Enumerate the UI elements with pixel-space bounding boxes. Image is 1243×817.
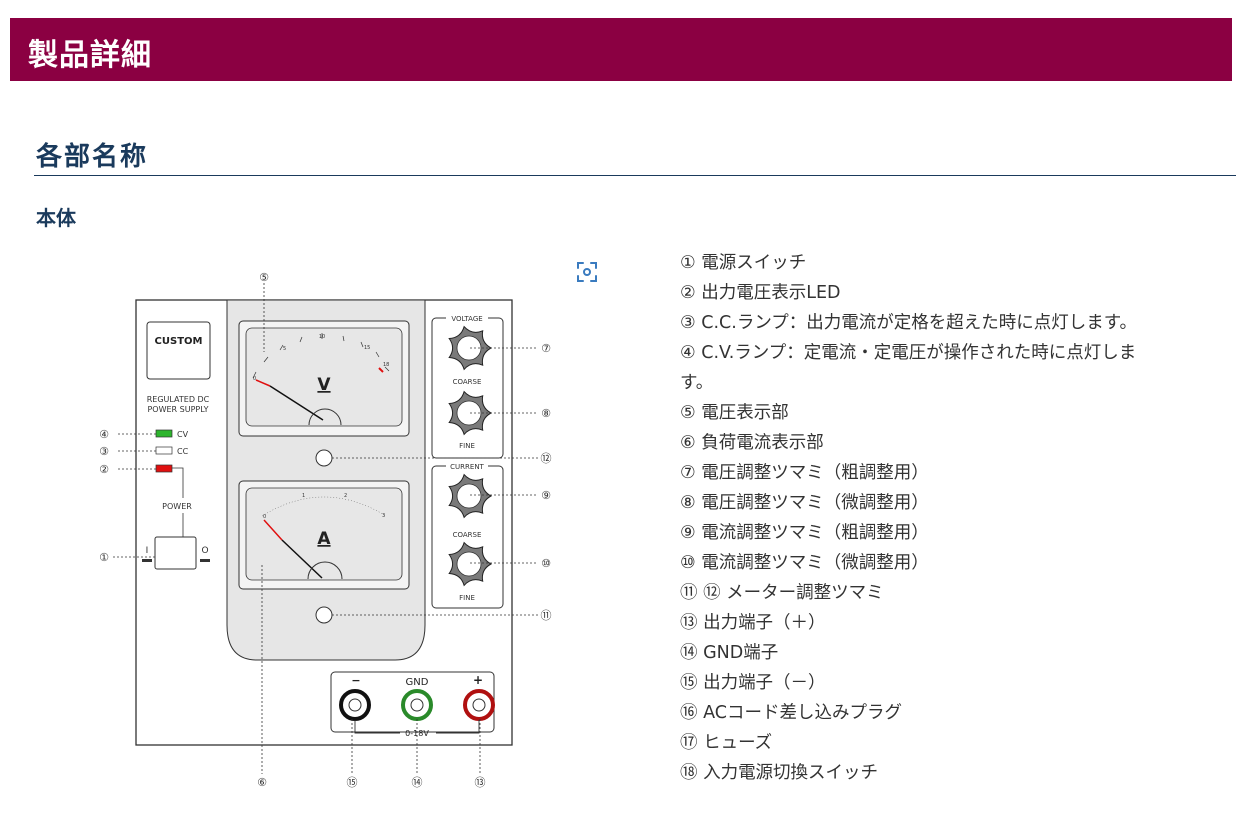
callout-9: ⑨ <box>541 489 551 502</box>
model-line-1: REGULATED DC <box>147 395 210 404</box>
power-label: POWER <box>162 502 192 511</box>
parts-list-item: ② 出力電圧表示LED <box>680 283 841 303</box>
callout-13: ⑬ <box>475 776 486 789</box>
terminal-minus-label: − <box>351 674 360 687</box>
parts-list-item: ⑥ 負荷電流表示部 <box>680 433 824 453</box>
v-unit: V <box>317 375 331 395</box>
parts-list-item: ⑪ ⑫ メーター調整ツマミ <box>680 583 884 603</box>
a-unit: A <box>317 529 331 549</box>
callout-3: ③ <box>99 445 109 458</box>
a-scale-2: 2 <box>344 493 347 499</box>
parts-list-item: ⑨ 電流調整ツマミ（粗調整用） <box>680 523 929 543</box>
page-title: 製品詳細 <box>28 38 152 73</box>
cv-lamp <box>155 429 173 438</box>
subsection-title: 本体 <box>36 206 76 230</box>
switch-on-symbol: O <box>201 546 208 556</box>
parts-list-item: ③ C.C.ランプ：出力電流が定格を超えた時に点灯します。 <box>680 313 1138 333</box>
meter-adjust-screw-bottom <box>315 606 333 624</box>
parts-list-item: ⑧ 電圧調整ツマミ（微調整用） <box>680 493 929 513</box>
parts-list-item: ① 電源スイッチ <box>680 253 807 273</box>
cc-lamp <box>155 446 173 455</box>
voltage-fine-label: FINE <box>459 442 475 450</box>
callout-8: ⑧ <box>541 407 551 420</box>
ammeter-face <box>245 487 403 581</box>
parts-list-item: す。 <box>680 373 714 393</box>
v-scale-18: 18 <box>383 362 389 368</box>
brand-plate <box>146 321 211 380</box>
meter-adjust-screw-top <box>315 449 333 467</box>
switch-off-symbol: I <box>146 546 149 556</box>
callout-2: ② <box>99 463 109 476</box>
parts-list-item: ⑤ 電圧表示部 <box>680 403 789 423</box>
brand-label: CUSTOM <box>155 336 203 347</box>
parts-list-item: ⑭ GND端子 <box>680 643 779 663</box>
zoom-icon[interactable] <box>576 261 598 283</box>
power-led <box>155 464 173 473</box>
a-scale-0: 0 <box>263 514 266 520</box>
output-range-label: 0-18V <box>405 729 429 738</box>
parts-list: ① 電源スイッチ ② 出力電圧表示LED ③ C.C.ランプ：出力電流が定格を超… <box>680 248 1220 788</box>
v-scale-5: 5 <box>283 346 286 352</box>
voltage-group-label: VOLTAGE <box>451 315 482 323</box>
current-coarse-knob <box>448 473 493 519</box>
parts-list-item: ⑬ 出力端子（＋） <box>680 613 826 633</box>
a-scale-3: 3 <box>382 513 385 519</box>
voltmeter-face <box>245 327 403 427</box>
power-switch <box>154 536 197 570</box>
callout-7: ⑦ <box>541 342 551 355</box>
a-scale-1: 1 <box>302 493 305 499</box>
current-coarse-label: COARSE <box>453 531 482 539</box>
callout-11: ⑪ <box>541 609 552 622</box>
section-divider <box>34 175 1236 176</box>
parts-list-item: ⑱ 入力電源切換スイッチ <box>680 763 879 783</box>
parts-list-item: ⑮ 出力端子（－） <box>680 673 826 693</box>
current-group-label: CURRENT <box>450 463 484 471</box>
parts-list-item: ④ C.V.ランプ：定電流・定電圧が操作された時に点灯しま <box>680 343 1137 363</box>
callout-6: ⑥ <box>257 776 267 789</box>
v-scale-15: 15 <box>364 345 370 351</box>
v-scale-0: 0 <box>253 376 256 382</box>
power-supply-diagram: CUSTOM REGULATED DC POWER SUPPLY CV CC P… <box>99 271 552 789</box>
cv-label: CV <box>177 430 189 439</box>
current-fine-knob <box>448 541 493 587</box>
v-scale-10: 10 <box>319 334 325 340</box>
parts-list-item: ⑦ 電圧調整ツマミ（粗調整用） <box>680 463 929 483</box>
model-line-2: POWER SUPPLY <box>147 405 208 414</box>
header-banner: 製品詳細 <box>10 18 1232 81</box>
parts-list-item: ⑯ ACコード差し込みプラグ <box>680 703 902 723</box>
terminal-plus-label: + <box>473 673 483 687</box>
current-fine-label: FINE <box>459 594 475 602</box>
voltmeter-ticks <box>252 333 390 379</box>
section-title: 各部名称 <box>36 142 149 172</box>
callout-12: ⑫ <box>541 452 552 465</box>
callout-10: ⑩ <box>541 557 551 570</box>
callout-14: ⑭ <box>412 776 423 789</box>
callout-4: ④ <box>99 428 109 441</box>
callout-1: ① <box>99 551 109 564</box>
parts-list-item: ⑩ 電流調整ツマミ（微調整用） <box>680 553 929 573</box>
terminal-gnd-label: GND <box>406 677 429 688</box>
ammeter-scale <box>261 496 387 517</box>
callout-15: ⑮ <box>347 776 358 789</box>
cc-label: CC <box>177 447 189 456</box>
callout-5: ⑤ <box>259 271 269 284</box>
parts-list-item: ⑰ ヒューズ <box>680 733 773 753</box>
voltage-coarse-label: COARSE <box>453 378 482 386</box>
